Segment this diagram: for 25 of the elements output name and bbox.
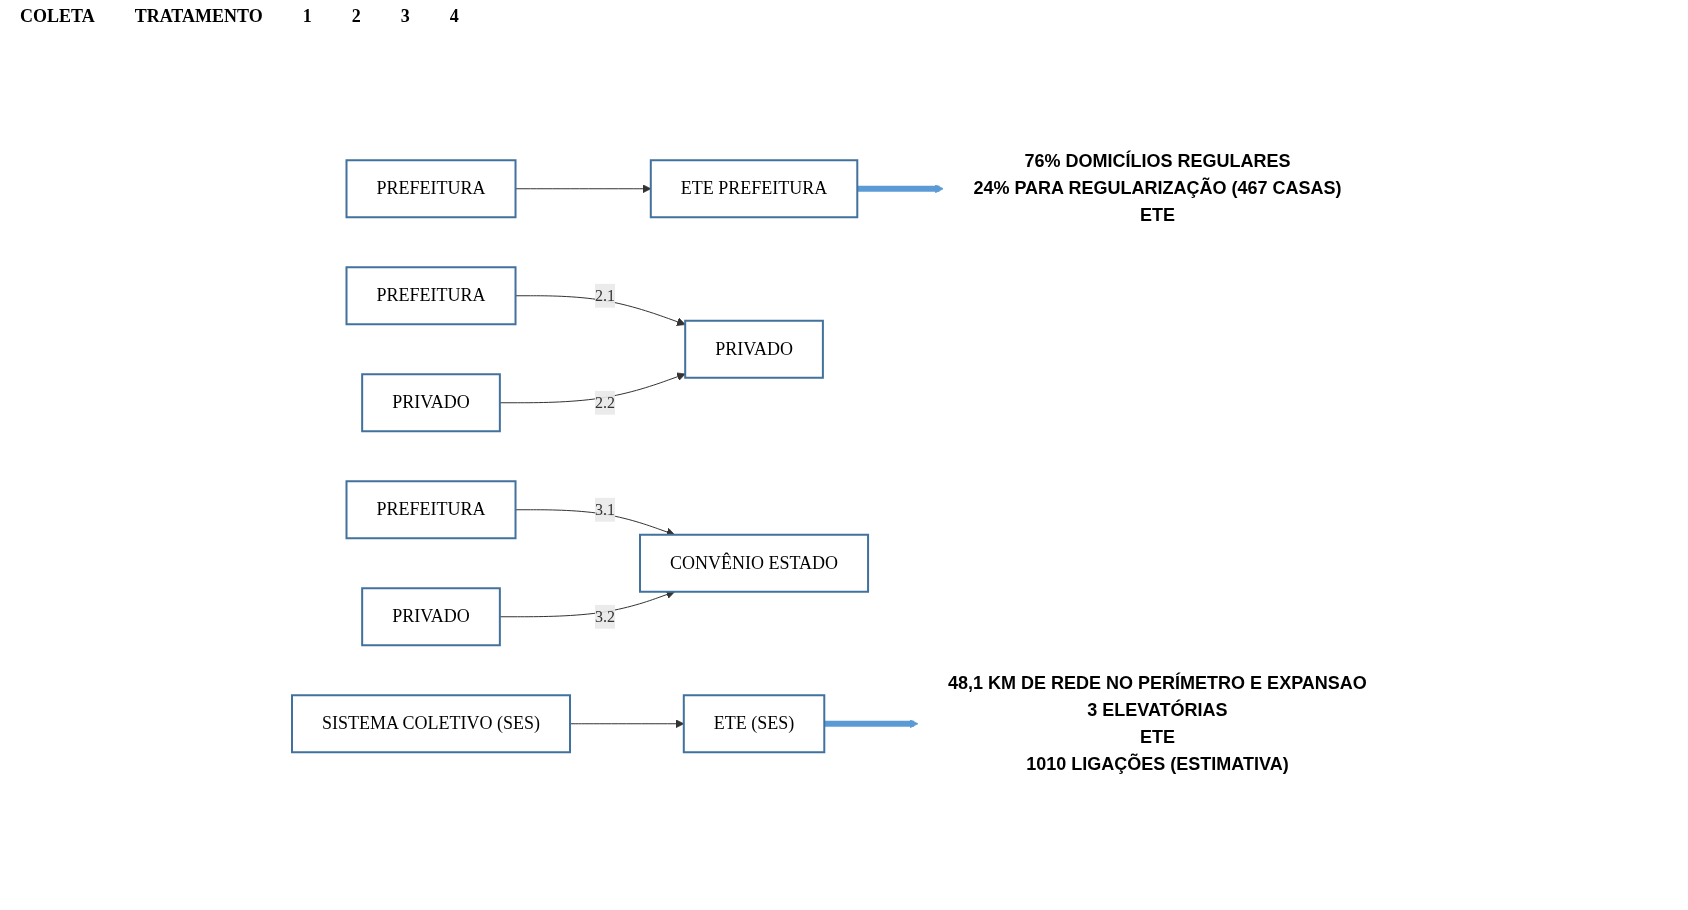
row-number: 2 bbox=[351, 6, 361, 27]
node-box: ETE PREFEITURA bbox=[649, 159, 858, 219]
row-number: 1 bbox=[302, 6, 312, 27]
edge-label: 3.2 bbox=[594, 607, 615, 625]
row-number: 3 bbox=[400, 6, 410, 27]
row-number: 4 bbox=[449, 6, 459, 27]
node-box: PREFEITURA bbox=[345, 159, 517, 219]
node-text: 48,1 KM DE REDE NO PERÍMETRO E EXPANSAO 3 ELEVATÓRIAS ETE 1010 LIGAÇÕES (ESTIMATIVA) bbox=[947, 672, 1367, 774]
node-box: SISTEMA COLETIVO (SES) bbox=[290, 694, 571, 754]
node-box: ETE (SES) bbox=[682, 694, 825, 754]
node-text: 76% DOMICÍLIOS REGULARES 24% PARA REGULARIZAÇÃO (467 CASAS) ETE bbox=[973, 151, 1342, 226]
edge-label: 3.1 bbox=[594, 500, 615, 518]
edge-label: 2.2 bbox=[594, 393, 615, 411]
node-box: PREFEITURA bbox=[345, 480, 517, 540]
node-box: CONVÊNIO ESTADO bbox=[638, 533, 869, 593]
node-box: PREFEITURA bbox=[345, 266, 517, 326]
column-heading: TRATAMENTO bbox=[134, 6, 263, 27]
arrow bbox=[823, 719, 919, 729]
node-box: PRIVADO bbox=[683, 319, 824, 379]
arrow bbox=[856, 184, 944, 194]
arrow bbox=[569, 719, 684, 729]
node-box: PRIVADO bbox=[360, 373, 501, 433]
column-heading: COLETA bbox=[20, 6, 95, 27]
edge-label: 2.1 bbox=[594, 286, 615, 304]
node-box: PRIVADO bbox=[360, 587, 501, 647]
